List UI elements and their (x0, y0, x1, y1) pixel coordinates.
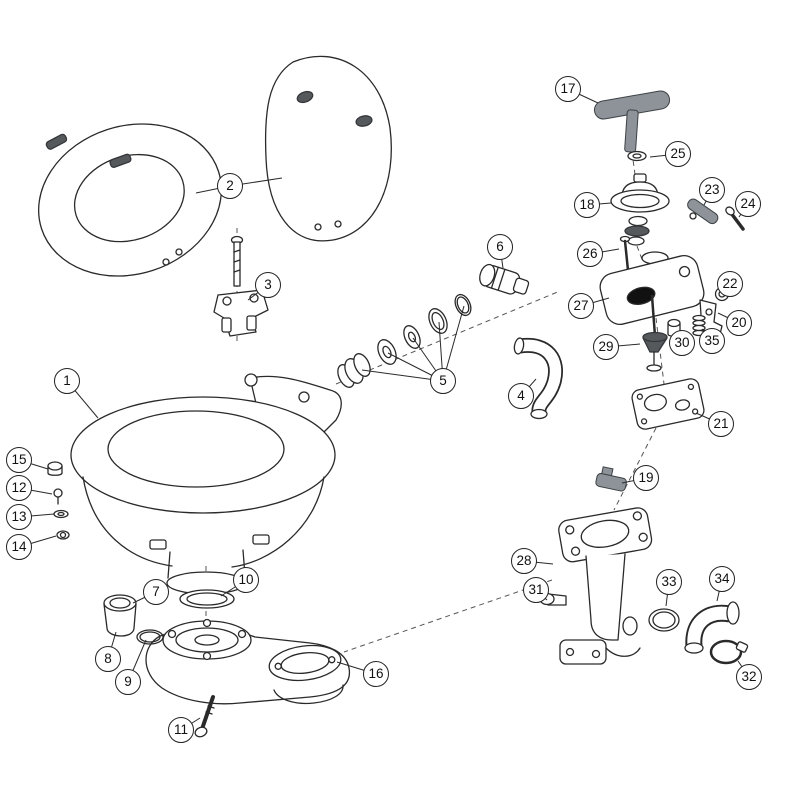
spring (692, 314, 706, 337)
callout-31: 31 (523, 577, 549, 603)
callout-2: 2 (217, 173, 243, 199)
mount-clip (595, 466, 627, 492)
base-assembly (145, 618, 351, 705)
callout-22: 22 (717, 271, 743, 297)
callout-23: 23 (699, 177, 725, 203)
callout-28: 28 (511, 548, 537, 574)
callout-11: 11 (168, 717, 194, 743)
callout-32: 32 (736, 664, 762, 690)
hose (513, 337, 563, 420)
callout-10: 10 (233, 567, 259, 593)
lever-screw (725, 206, 745, 231)
callout-20: 20 (726, 310, 752, 336)
toilet-seat (37, 123, 223, 277)
callout-15: 15 (6, 447, 32, 473)
callout-16: 16 (363, 661, 389, 687)
callout-35: 35 (699, 328, 725, 354)
piston-assembly (642, 294, 668, 372)
callout-30: 30 (669, 330, 695, 356)
base-plate (268, 644, 342, 682)
drain-plug (103, 594, 137, 637)
callout-13: 13 (6, 504, 32, 530)
discharge-elbow (684, 601, 740, 654)
callout-27: 27 (568, 293, 594, 319)
hose-clamp (709, 639, 749, 665)
callout-24: 24 (735, 191, 761, 217)
callout-25: 25 (665, 141, 691, 167)
pump-gasket (631, 378, 705, 430)
pump-handle (593, 90, 671, 153)
callout-7: 7 (143, 579, 169, 605)
handle-washer (627, 150, 647, 162)
callout-8: 8 (95, 646, 121, 672)
pump-body-upper (599, 251, 705, 326)
callout-12: 12 (6, 475, 32, 501)
o-ring-small (136, 629, 164, 645)
o-ring-large (648, 608, 680, 632)
base-gasket (179, 589, 235, 609)
elbow-fitting (479, 263, 530, 295)
callout-5: 5 (430, 368, 456, 394)
callout-4: 4 (508, 383, 534, 409)
callout-6: 6 (487, 234, 513, 260)
callout-34: 34 (709, 566, 735, 592)
toilet-bowl (70, 373, 342, 595)
callout-29: 29 (593, 334, 619, 360)
callout-9: 9 (115, 669, 141, 695)
toilet-lid (264, 55, 392, 242)
hinge-assembly (213, 235, 269, 337)
pump-top-cap (610, 173, 670, 246)
callout-18: 18 (574, 192, 600, 218)
callout-17: 17 (555, 76, 581, 102)
callout-19: 19 (633, 465, 659, 491)
callout-33: 33 (656, 569, 682, 595)
callout-21: 21 (708, 411, 734, 437)
callout-14: 14 (6, 534, 32, 560)
callout-26: 26 (577, 241, 603, 267)
flush-lever (687, 198, 719, 225)
callout-1: 1 (54, 368, 80, 394)
base-screw (194, 695, 215, 738)
callout-3: 3 (255, 272, 281, 298)
pump-body-lower (558, 507, 653, 665)
small-fasteners (47, 461, 70, 540)
